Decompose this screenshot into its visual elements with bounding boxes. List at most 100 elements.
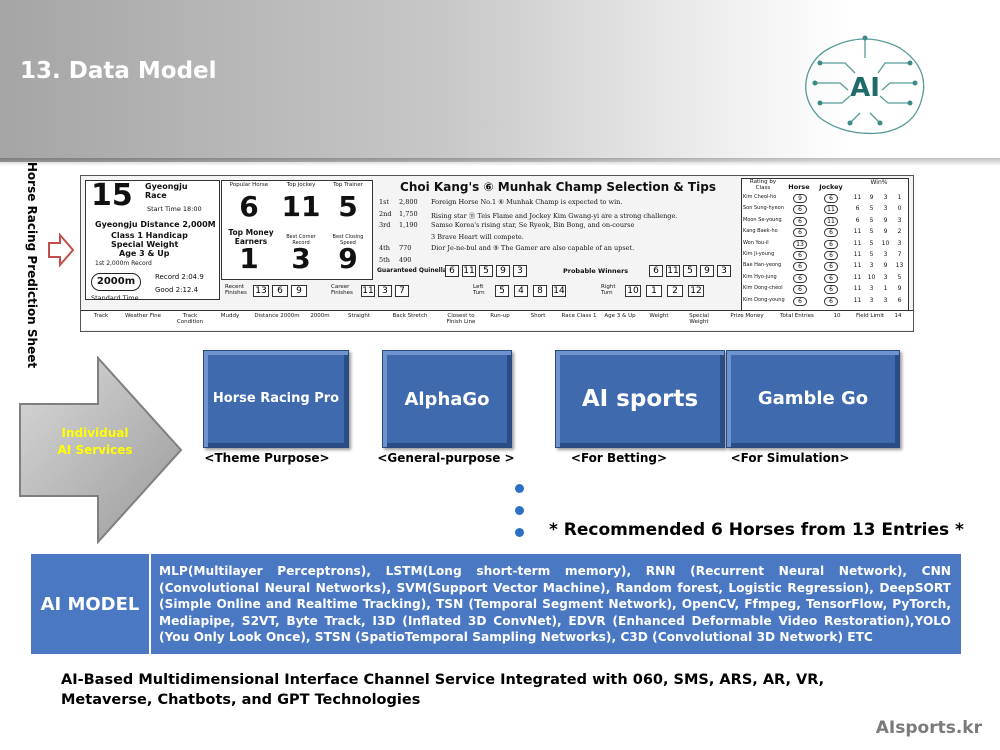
recent-label: Recent Finishes <box>225 284 247 296</box>
win-cell: 3 <box>883 205 888 213</box>
table-header-win: Win% <box>870 179 888 186</box>
table-header-jockey: Jockey <box>819 183 843 191</box>
page-title: 13. Data Model <box>20 58 217 84</box>
tip-value: 1,190 <box>399 221 418 229</box>
service-horse-racing-pro[interactable]: Horse Racing Pro <box>203 350 349 448</box>
win-cell: 6 <box>855 216 860 224</box>
win-cell: 10 <box>867 273 876 281</box>
number-box: 4 <box>514 285 528 297</box>
condition-cell: Run-up <box>490 313 510 319</box>
win-cell: 3 <box>883 273 888 281</box>
service-ai-sports[interactable]: AI sports <box>555 350 725 448</box>
condition-cell: Age 3 & Up <box>604 313 636 319</box>
good-time: Good 2:12.4 <box>155 286 199 294</box>
service-gamble-go[interactable]: Gamble Go <box>726 350 900 448</box>
popular-horse-label: Popular Horse <box>229 182 269 188</box>
conditions-strip-bg <box>81 310 913 330</box>
jockey-number: 6 <box>824 194 838 203</box>
win-cell: 3 <box>883 251 888 258</box>
horse-number: 13 <box>793 239 807 249</box>
horse-number: 6 <box>793 296 807 306</box>
number-box: 5 <box>479 265 493 277</box>
win-cell: 9 <box>883 262 888 270</box>
side-label-text: Horse Racing Prediction Sheet <box>25 161 39 368</box>
service-sub-theme: <Theme Purpose> <box>204 451 330 465</box>
condition-cell: Distance 2000m <box>254 313 300 319</box>
number-box: 12 <box>688 285 704 297</box>
win-cell: 11 <box>853 285 862 293</box>
tip-value: 770 <box>399 244 412 252</box>
sheet-headline: Choi Kang's ⑥ Munhak Champ Selection & T… <box>400 180 716 194</box>
ai-model-panel: AI MODEL MLP(Multilayer Perceptrons), LS… <box>31 554 961 654</box>
number-box: 9 <box>291 285 307 297</box>
horse-number: 6 <box>793 205 807 215</box>
win-cell: 5 <box>869 239 874 247</box>
condition-cell: Prize Money <box>730 313 764 319</box>
table-header-horse: Horse <box>788 183 810 191</box>
service-sub-general: <General-purpose > <box>377 451 515 465</box>
race-number: 15 <box>91 178 133 213</box>
jockey-number: 6 <box>824 273 838 283</box>
jockey-number: 6 <box>824 251 838 260</box>
race-age: Age 3 & Up <box>119 249 170 258</box>
win-cell: 11 <box>853 228 862 236</box>
win-cell: 3 <box>897 239 902 247</box>
number-box: 3 <box>717 265 731 277</box>
win-cell: 11 <box>853 262 862 270</box>
recommend-text: * Recommended 6 Horses from 13 Entries * <box>549 520 964 540</box>
best-closing-label: Best Closing Speed <box>332 234 364 246</box>
number-box: 1 <box>646 285 662 297</box>
horse-number: 9 <box>793 194 807 203</box>
win-cell: 3 <box>883 296 888 304</box>
jockey-number: 6 <box>824 262 838 272</box>
number-box: 9 <box>700 265 714 277</box>
win-cell: 9 <box>897 285 902 293</box>
ai-brain-logo: AI <box>805 35 925 135</box>
horse-number: 6 <box>793 273 807 283</box>
service-sub-simulation: <For Simulation> <box>730 451 850 465</box>
win-cell: 2 <box>897 228 902 236</box>
win-cell: 7 <box>897 251 902 258</box>
tip-place: 1st <box>379 198 390 206</box>
win-cell: 10 <box>881 239 890 247</box>
win-cell: 9 <box>869 194 874 201</box>
pick-money: 1 <box>239 242 259 275</box>
win-cell: 5 <box>869 205 874 213</box>
horse-number: 6 <box>793 216 807 226</box>
win-cell: 5 <box>869 251 874 258</box>
tip-text: Foreign Horse No.1 ⑥ Munhak Champ is exp… <box>431 198 623 206</box>
service-label: AI sports <box>581 385 699 412</box>
pick-corner: 3 <box>291 242 311 275</box>
win-cell: 3 <box>869 296 874 304</box>
pick-popular: 6 <box>239 190 259 223</box>
condition-cell: Weather Fine <box>124 313 162 319</box>
top-trainer-label: Top Trainer <box>333 182 363 188</box>
race-info-block <box>85 180 220 300</box>
win-cell: 6 <box>855 205 860 213</box>
condition-cell: Track Condition <box>176 313 204 325</box>
win-cell: 9 <box>883 216 888 224</box>
ai-model-label: AI MODEL <box>31 554 151 654</box>
condition-cell: Muddy <box>220 313 240 319</box>
number-box: 2 <box>667 285 683 297</box>
service-alphago[interactable]: AlphaGo <box>382 350 512 448</box>
tip-place: 4th <box>379 244 390 252</box>
number-box: 13 <box>253 285 269 297</box>
condition-cell: Closest to Finish Line <box>446 313 476 325</box>
condition-cell: Race Class 1 <box>561 313 597 319</box>
jockey-name: Kang Baek-ho <box>743 228 778 235</box>
jockey-number: 6 <box>824 228 838 238</box>
left-turn-label: Left Turn <box>473 284 485 296</box>
win-cell: 1 <box>897 194 902 201</box>
condition-cell: 10 <box>833 313 841 319</box>
win-cell: 11 <box>853 296 862 304</box>
win-cell: 11 <box>853 273 862 281</box>
tip-text: Samso Korea's rising star, Se Ryeok, Bin… <box>431 221 635 229</box>
service-sub-betting: <For Betting> <box>570 451 668 465</box>
jockey-number: 11 <box>824 216 838 226</box>
jockey-name: Bae Han-yeong <box>743 262 782 269</box>
pick-closing: 9 <box>338 242 358 275</box>
site-link[interactable]: AIsports.kr <box>875 718 982 738</box>
service-label: Horse Racing Pro <box>212 391 340 406</box>
number-box: 6 <box>649 265 663 277</box>
